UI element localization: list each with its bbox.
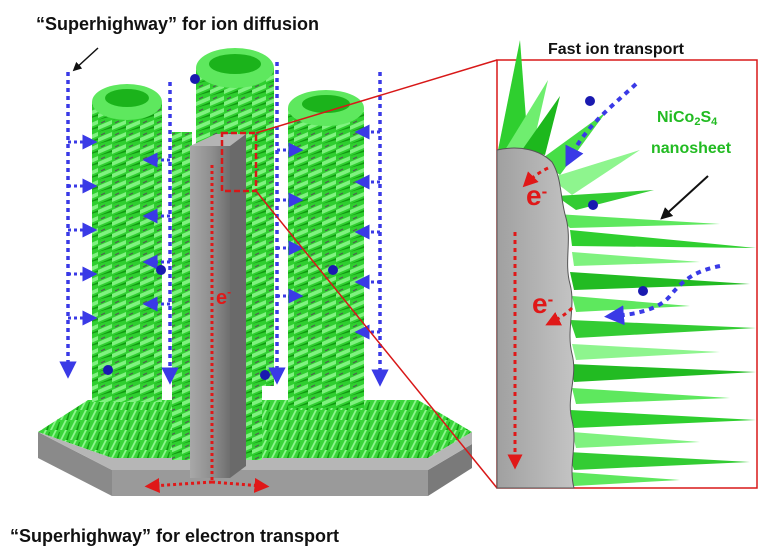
electron-symbol: e	[526, 180, 542, 211]
electron-label-nanowire: e-	[216, 285, 231, 310]
material-formula-label: NiCo2S4	[657, 108, 717, 132]
electron-symbol: e	[216, 287, 228, 309]
formula-sub-2: 4	[711, 116, 718, 128]
electron-label-zoom-middle: e-	[532, 288, 553, 320]
formula-sub-1: 2	[694, 116, 701, 128]
electron-charge: -	[547, 290, 554, 309]
electron-label-zoom-top: e-	[526, 180, 547, 212]
zoom-region-box	[220, 131, 258, 193]
nanowire-left	[92, 84, 162, 402]
ion-label-pointer	[72, 47, 99, 72]
formula-mid: S	[700, 109, 712, 126]
zoom-ion-dots	[585, 96, 648, 296]
electron-charge: -	[227, 285, 232, 299]
formula-main: NiCo	[657, 109, 695, 126]
zoom-nanosheets-side	[568, 230, 756, 486]
nanosheet-label: nanosheet	[651, 140, 732, 157]
nanosheet-pointer	[660, 175, 709, 220]
zoom-line-top	[255, 59, 498, 134]
electron-path-left	[144, 165, 270, 493]
ion-superhighway-label: “Superhighway” for ion diffusion	[36, 14, 319, 34]
zoom-line-bottom	[255, 190, 498, 489]
electron-symbol: e	[532, 288, 548, 319]
electron-superhighway-label: “Superhighway” for electron transport	[10, 526, 340, 546]
electron-charge: -	[541, 182, 548, 201]
zoom-electron-arrows	[507, 166, 574, 470]
nanowire-core-exposed	[190, 134, 246, 478]
ion-arrows-vertical	[59, 62, 389, 387]
zoom-ion-arrows	[565, 82, 721, 326]
ion-dots	[103, 74, 338, 380]
ion-arrows-horizontal	[68, 124, 380, 340]
nanowire-right	[288, 90, 364, 408]
fast-ion-transport-label: Fast ion transport	[548, 41, 685, 58]
